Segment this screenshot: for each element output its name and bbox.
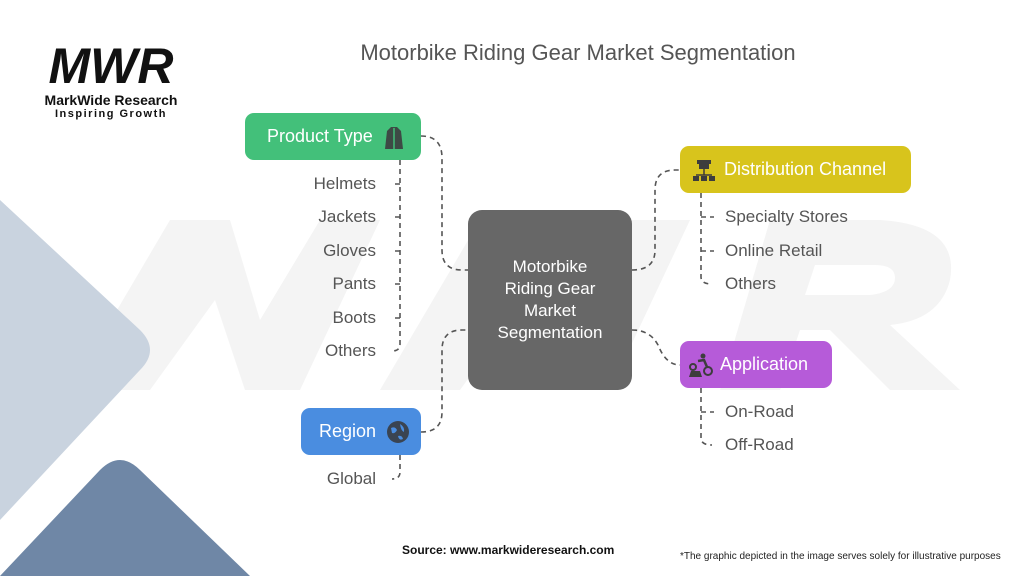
list-item: Specialty Stores: [725, 207, 848, 226]
center-line: Motorbike: [512, 257, 588, 276]
list-item: Gloves: [323, 241, 376, 260]
center-line: Riding Gear: [504, 279, 596, 298]
globe-icon: [386, 420, 410, 444]
rider-icon: [688, 353, 713, 377]
center-line: Segmentation: [497, 323, 603, 342]
segment-application: Application: [680, 341, 832, 388]
decor-shape-light: [0, 200, 150, 520]
segment-product-type: Product Type: [245, 113, 421, 160]
segment-label: Product Type: [267, 126, 373, 146]
list-item: Others: [725, 274, 777, 293]
segment-distribution-channel: Distribution Channel: [680, 146, 911, 193]
center-line: Market: [524, 301, 576, 320]
logo-mark: MWR: [48, 38, 174, 94]
source-text: Source: www.markwideresearch.com: [402, 543, 615, 557]
logo-tagline: Inspiring Growth: [55, 108, 167, 120]
connectors: [391, 135, 714, 480]
list-item: Online Retail: [725, 241, 823, 260]
logo-name: MarkWide Research: [44, 92, 178, 108]
segment-region: Region: [301, 408, 421, 455]
jacket-icon: [383, 125, 405, 149]
list-item: Others: [324, 341, 376, 360]
segment-label: Application: [720, 354, 809, 374]
list-item: Boots: [332, 308, 376, 327]
list-item: Global: [326, 469, 376, 488]
disclaimer-text: *The graphic depicted in the image serve…: [680, 551, 1001, 562]
decor-shape-dark: [0, 460, 250, 576]
segment-label: Distribution Channel: [724, 159, 887, 179]
central-node: Motorbike Riding Gear Market Segmentatio…: [468, 210, 632, 390]
list-item: Helmets: [313, 174, 376, 193]
list-item: On-Road: [725, 402, 794, 421]
list-item: Pants: [332, 274, 376, 293]
logo: MWR MarkWide Research Inspiring Growth: [36, 40, 186, 120]
segment-label: Region: [319, 421, 377, 441]
page-title: Motorbike Riding Gear Market Segmentatio…: [360, 40, 796, 65]
list-item: Jackets: [318, 207, 376, 226]
list-item: Off-Road: [725, 435, 794, 454]
store-network-icon: [692, 158, 715, 182]
